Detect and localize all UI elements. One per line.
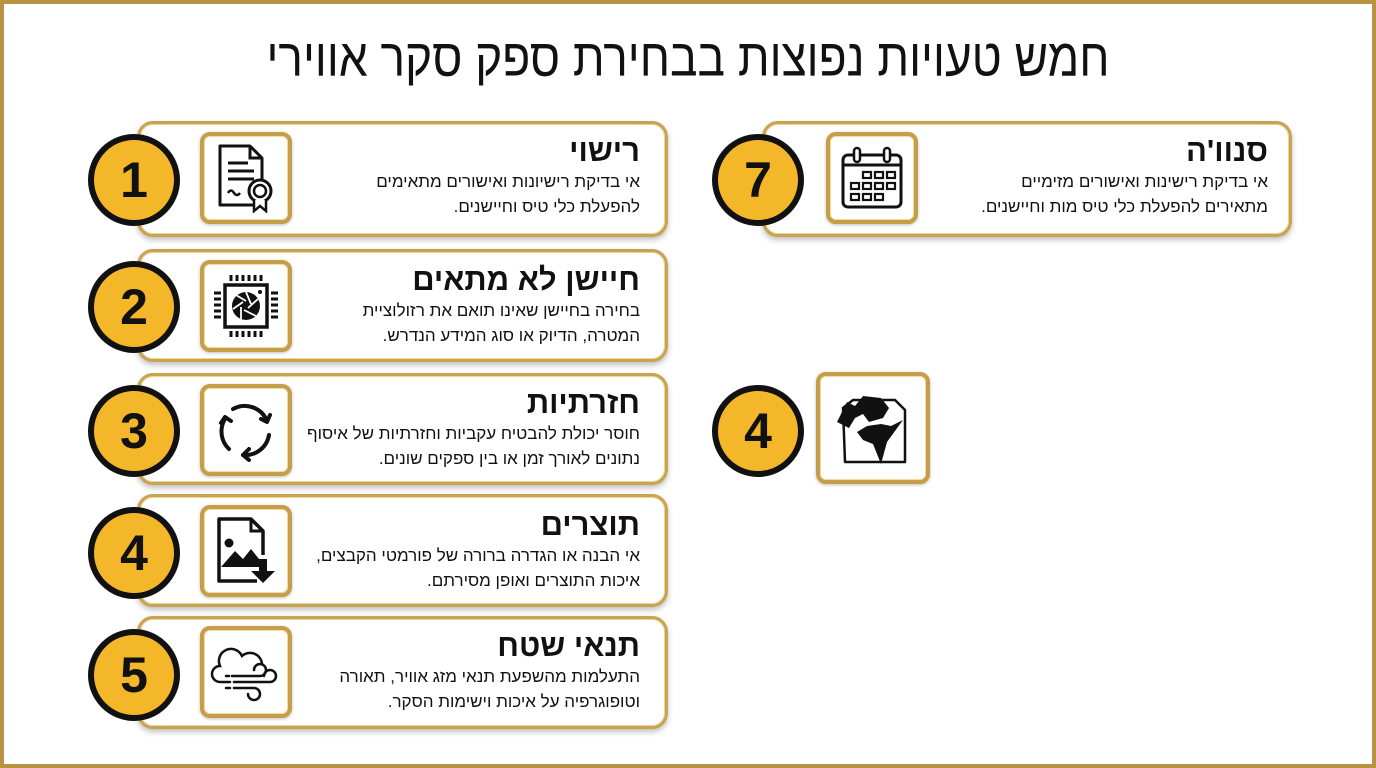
cloud-wind-icon: [210, 647, 278, 702]
map-document-icon: [837, 396, 907, 464]
card-desc-line2: מתאירים להפעלת כלי טיס מות וחיישנים.: [981, 197, 1268, 216]
card-right-7-text: סנוו'ה אי בדיקת רישינות ואישורים מזימיים…: [930, 133, 1268, 219]
icon-box: [200, 626, 292, 718]
card-desc-line2: וטופוגרפיה על איכות וישימות הסקר.: [387, 692, 640, 711]
card-licensing-text: רישוי אי בדיקת רישיונות ואישורים מתאימים…: [300, 133, 640, 219]
refresh-cycle-icon: [219, 403, 272, 462]
icon-box: [200, 505, 292, 597]
camera-sensor-chip-icon: [214, 275, 278, 337]
card-field-conditions-text: תנאי שטח התעלמות מהשפעת תנאי מזג אוויר, …: [300, 628, 640, 714]
card-desc-line1: בחירה בחיישן שאינו תואם את רזולוציית: [362, 301, 640, 320]
card-desc-line2: איכות התוצרים ואופן מסירתם.: [427, 571, 640, 590]
card-title: תוצרים: [540, 507, 640, 542]
number-badge-3: 3: [88, 385, 180, 477]
number-badge-4: 4: [88, 507, 180, 599]
icon-box: [826, 132, 918, 224]
card-title: חיישן לא מתאים: [412, 262, 640, 297]
image-file-download-icon: [217, 517, 275, 583]
card-desc-line1: אי בדיקת רישיונות ואישורים מתאימים: [376, 172, 640, 191]
card-sensor-text: חיישן לא מתאים בחירה בחיישן שאינו תואם א…: [300, 262, 640, 348]
icon-box: [200, 260, 292, 352]
card-desc-line1: אי בדיקת רישינות ואישורים מזימיים: [1021, 172, 1268, 191]
number-badge-7: 7: [712, 134, 804, 226]
number-badge-1: 1: [88, 134, 180, 226]
icon-box: [200, 132, 292, 224]
card-title: סנוו'ה: [1185, 133, 1268, 168]
certificate-icon: [218, 144, 273, 213]
icon-box-standalone: [816, 372, 930, 484]
number-badge-standalone-4: 4: [712, 385, 804, 477]
card-deliverables-text: תוצרים אי הבנה או הגדרה ברורה של פורמטי …: [300, 507, 640, 593]
page-title: חמש טעויות נפוצות בבחירת ספק סקר אווירי: [266, 27, 1110, 87]
card-repeatability-text: חזרתיות חוסר יכולת להבטיח עקביות וחזרתיו…: [300, 385, 640, 471]
icon-box: [200, 384, 292, 476]
card-title: תנאי שטח: [497, 628, 640, 663]
card-desc-line1: אי הבנה או הגדרה ברורה של פורמטי הקבצים,: [316, 546, 640, 565]
card-desc-line2: להפעלת כלי טיס וחיישנים.: [453, 197, 640, 216]
number-badge-5: 5: [88, 629, 180, 721]
card-title: חזרתיות: [526, 385, 640, 420]
card-desc-line2: המטרה, הדיוק או סוג המידע הנדרש.: [382, 326, 640, 345]
card-title: רישוי: [569, 133, 640, 168]
card-desc-line1: חוסר יכולת להבטיח עקביות וחזרתיות של איס…: [307, 424, 640, 443]
card-desc-line1: התעלמות מהשפעת תנאי מזג אוויר, תאורה: [339, 667, 640, 686]
card-desc-line2: נתונים לאורך זמן או בין ספקים שונים.: [378, 449, 640, 468]
number-badge-2: 2: [88, 261, 180, 353]
calendar-icon: [841, 146, 903, 209]
